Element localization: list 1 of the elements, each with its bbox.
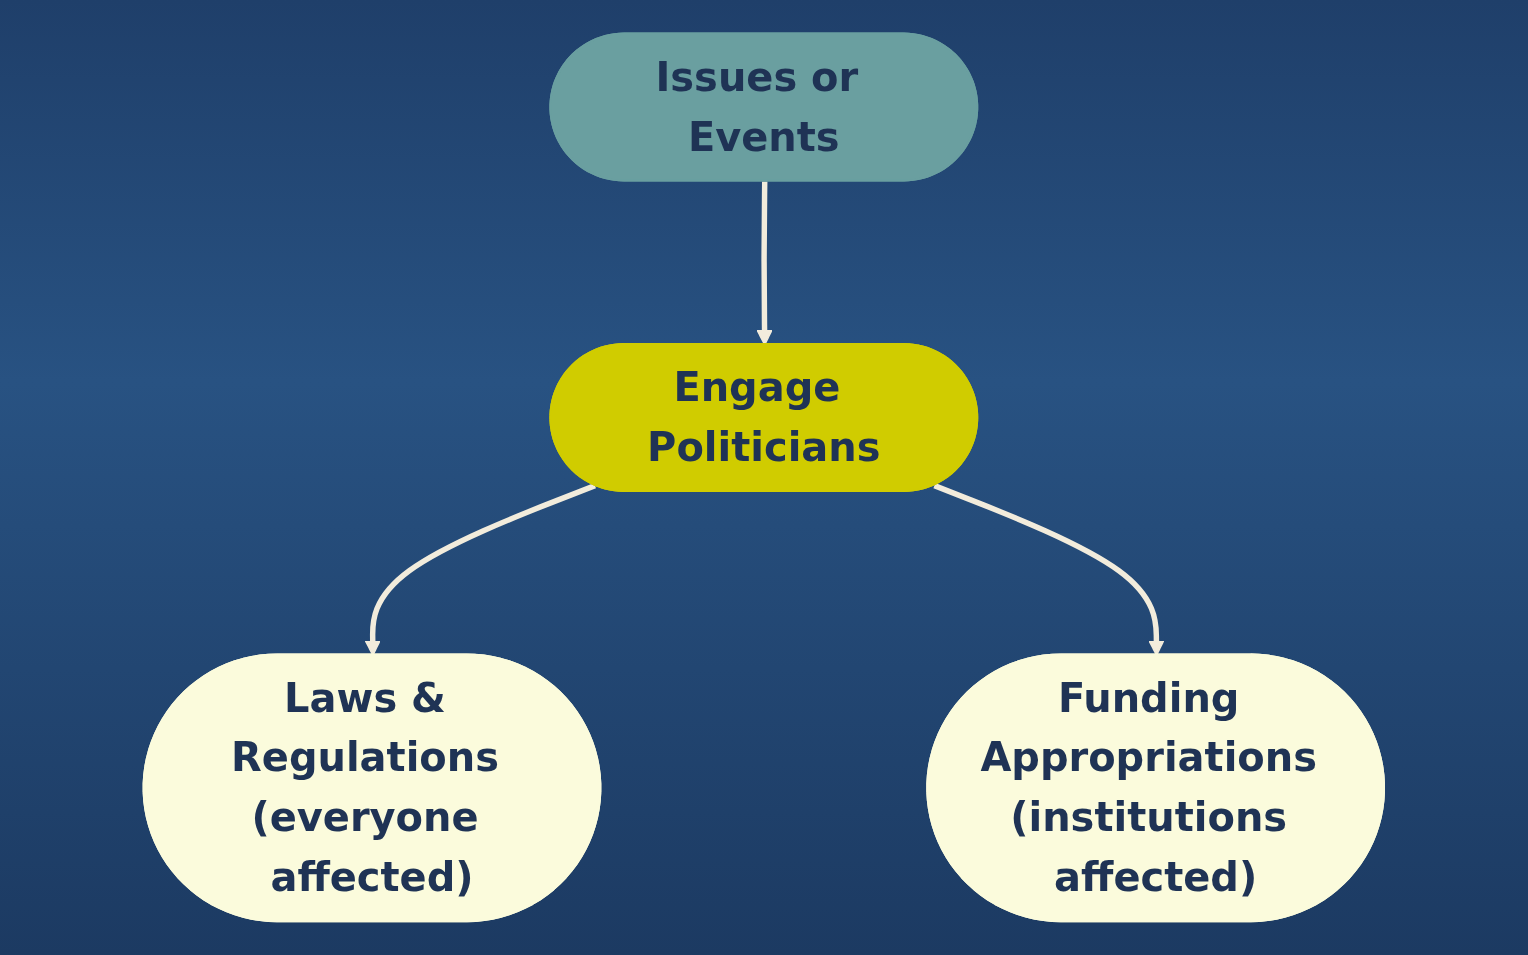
arrow [756, 181, 773, 346]
